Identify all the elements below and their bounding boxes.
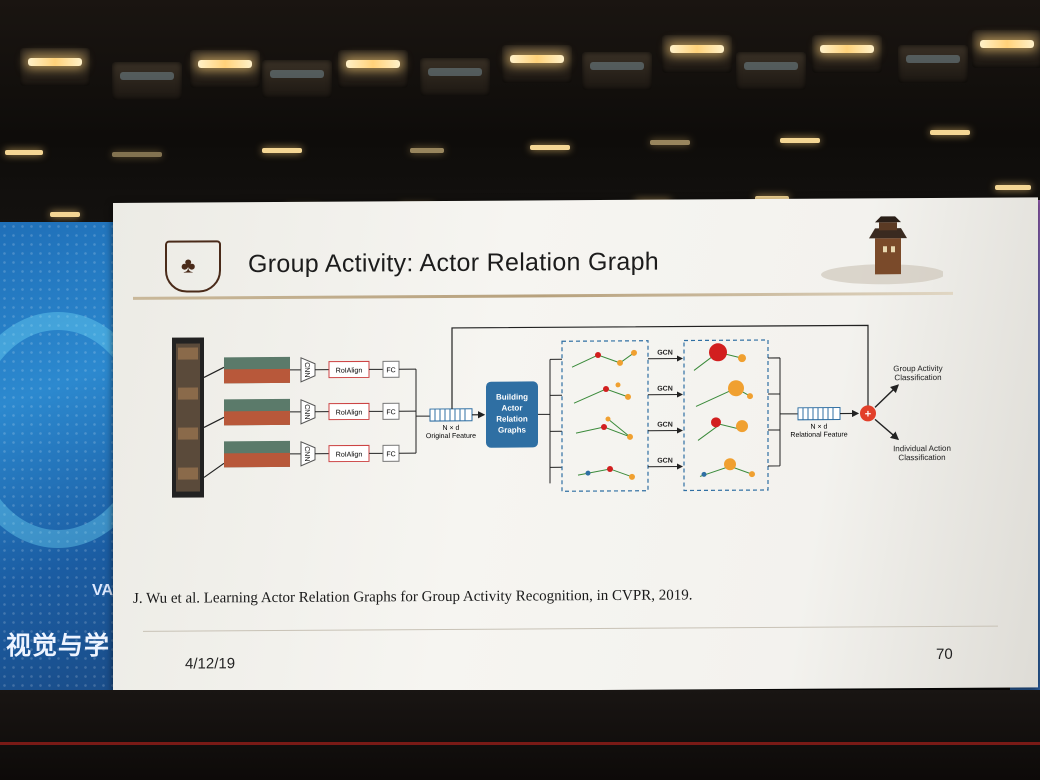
- projected-slide: ♣ Group Activity: Actor Relation Graph: [113, 197, 1038, 693]
- ceiling-light: [502, 45, 572, 83]
- ceiling-light: [420, 58, 490, 96]
- ceiling-light: [190, 50, 260, 88]
- ceiling-strip: [995, 185, 1031, 190]
- cnn-label: CNN: [303, 446, 310, 461]
- svg-text:GCN: GCN: [657, 458, 673, 465]
- row-2: CNN RoIAlign FC: [203, 398, 416, 428]
- building-graphs-block: [486, 381, 538, 448]
- row-1: CNN RoIAlign FC: [203, 356, 416, 384]
- ceiling-strip: [650, 140, 690, 145]
- roialign-label: RoIAlign: [336, 367, 363, 374]
- cnn-label: CNN: [303, 362, 310, 377]
- ceiling-strip: [410, 148, 444, 153]
- fc-label: FC: [386, 367, 395, 374]
- ceiling-light: [112, 62, 182, 100]
- tower-illustration: [821, 216, 943, 285]
- ceiling-light: [898, 45, 968, 83]
- svg-text:GCN: GCN: [657, 350, 673, 357]
- roialign-label: RoIAlign: [336, 409, 363, 416]
- ceiling-strip: [930, 130, 970, 135]
- ceiling-light: [972, 30, 1040, 68]
- ceiling-light: [262, 60, 332, 98]
- actor-relation-graph-diagram: CNN RoIAlign FC CNN RoIAlign FC: [172, 324, 951, 498]
- graph-set-input: [561, 340, 649, 492]
- ceiling-light: [582, 52, 652, 90]
- ceiling-light: [736, 52, 806, 90]
- slide-title: Group Activity: Actor Relation Graph: [248, 247, 659, 279]
- fc-label: FC: [386, 451, 395, 458]
- cnn-label: CNN: [303, 404, 310, 419]
- title-divider: [133, 291, 953, 300]
- citation-text: J. Wu et al. Learning Actor Relation Gra…: [133, 587, 693, 607]
- video-frames: [172, 337, 204, 498]
- ceiling-strip: [530, 145, 570, 150]
- individual-action-label-2: Classification: [898, 453, 945, 462]
- ceiling-lights: [0, 0, 1040, 230]
- stage-red-line: [0, 742, 1040, 745]
- slide-page-number: 70: [936, 645, 953, 663]
- cnn-block: [300, 441, 316, 467]
- svg-text:Relation: Relation: [496, 414, 528, 423]
- original-feature-vector: [429, 408, 473, 422]
- stage-floor: [0, 690, 1040, 780]
- roialign-label: RoIAlign: [336, 451, 363, 458]
- ceiling-strip: [112, 152, 162, 157]
- sum-node: [860, 405, 876, 422]
- graph-set-output: [683, 339, 769, 492]
- plus-label: +: [865, 408, 871, 420]
- led-wall-left: VA 视觉与学: [0, 222, 135, 697]
- ceiling-light: [20, 48, 90, 86]
- slide-date: 4/12/19: [185, 655, 236, 673]
- ceiling-light: [338, 50, 408, 88]
- group-activity-label-2: Classification: [894, 373, 941, 382]
- ceiling-strip: [262, 148, 302, 153]
- svg-text:Actor: Actor: [502, 403, 523, 412]
- university-logo: ♣: [165, 240, 221, 293]
- svg-text:Building: Building: [496, 392, 528, 401]
- ceiling-strip: [50, 212, 80, 217]
- original-feature-label: Original Feature: [426, 433, 476, 440]
- individual-action-label-1: Individual Action: [893, 444, 951, 453]
- relational-feature-label: Relational Feature: [790, 432, 847, 439]
- ceiling-light: [812, 35, 882, 73]
- footer-divider: [143, 625, 998, 632]
- ceiling-strip: [780, 138, 820, 143]
- row-3: CNN RoIAlign FC: [203, 440, 416, 478]
- group-activity-label-1: Group Activity: [893, 364, 942, 373]
- led-text-latin: VA: [92, 582, 114, 599]
- led-text-cjk: 视觉与学: [6, 632, 111, 660]
- relational-feature-vector: [797, 407, 841, 421]
- svg-text:GCN: GCN: [657, 386, 673, 393]
- svg-text:Graphs: Graphs: [498, 425, 527, 434]
- cnn-block: [300, 357, 316, 383]
- svg-text:GCN: GCN: [657, 422, 673, 429]
- relational-dim-label: N × d: [811, 424, 828, 431]
- cnn-block: [300, 399, 316, 425]
- gcn-arrows: GCN GCN GCN GCN: [648, 350, 683, 470]
- ceiling-light: [662, 35, 732, 73]
- ceiling-strip: [5, 150, 43, 155]
- fc-label: FC: [386, 409, 395, 416]
- original-dim-label: N × d: [443, 425, 460, 432]
